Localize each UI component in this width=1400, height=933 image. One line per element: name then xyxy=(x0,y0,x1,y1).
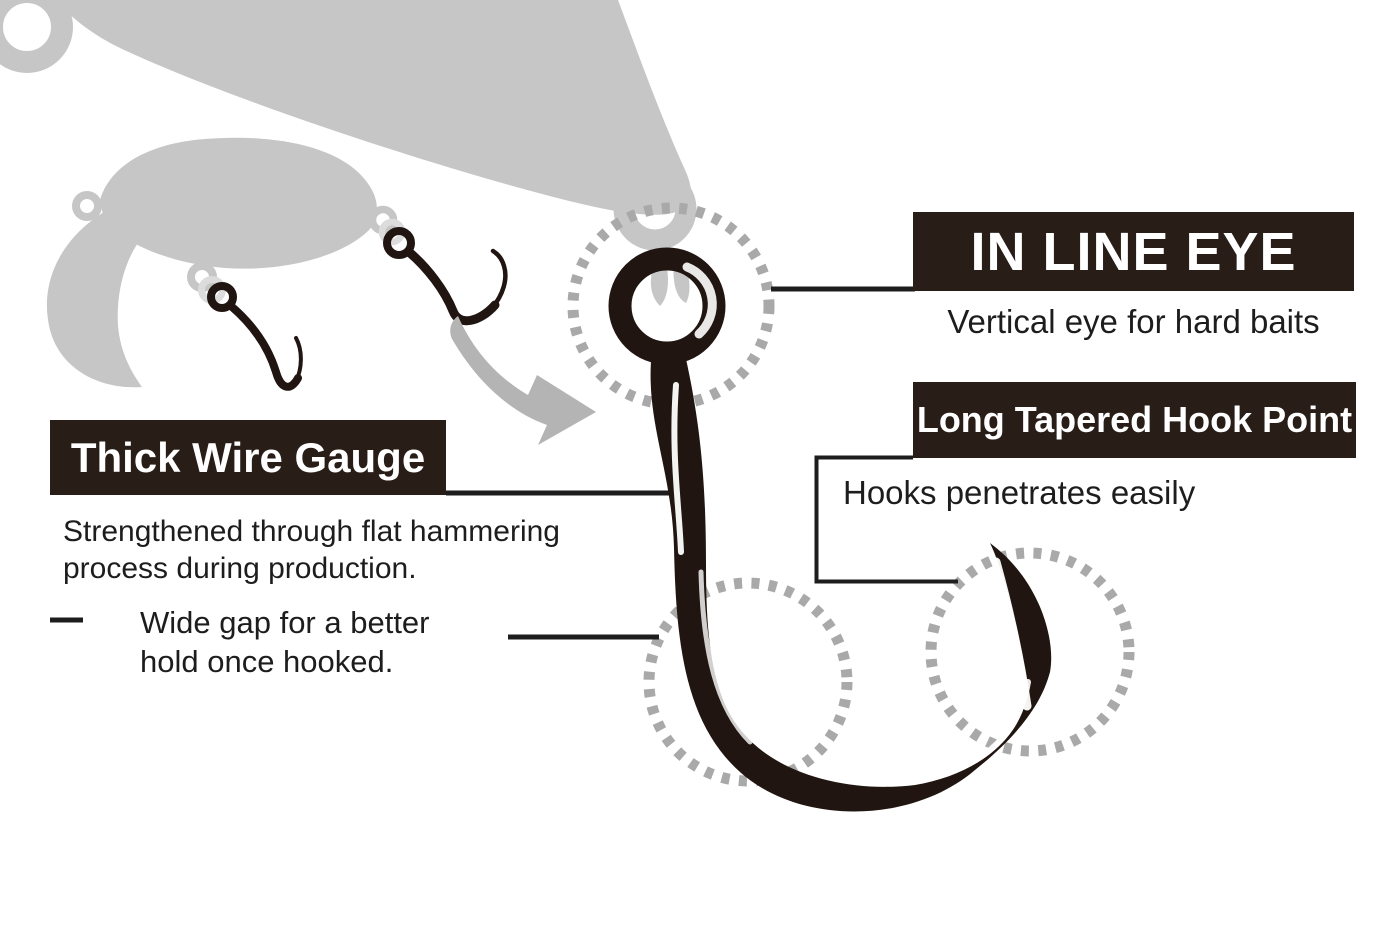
crankbait-silhouette xyxy=(46,137,406,388)
hook-point-label: Long Tapered Hook Point xyxy=(913,382,1356,458)
crankbait-body xyxy=(100,137,377,269)
inline-eye-title: IN LINE EYE xyxy=(970,221,1297,282)
inline-eye-label: IN LINE EYE xyxy=(913,212,1354,291)
point-callout-bracket xyxy=(814,455,958,584)
wire-gauge-description-line2: process during production. xyxy=(63,552,417,585)
hook-point-subtitle: Hooks penetrates easily xyxy=(843,474,1196,511)
wide-gap-line2: hold once hooked. xyxy=(140,644,394,679)
wide-gap-note: Wide gap for a better hold once hooked. xyxy=(140,603,430,681)
wide-gap-line1: Wide gap for a better xyxy=(140,605,430,640)
wire-gauge-label: Thick Wire Gauge xyxy=(50,420,446,495)
curved-arrow-icon xyxy=(450,316,596,445)
wire-gauge-description: Strengthened through flat hammering proc… xyxy=(63,513,560,587)
lure-eyelet-icon xyxy=(0,0,73,73)
inline-eye-subtitle: Vertical eye for hard baits xyxy=(947,303,1320,340)
main-hook-wire xyxy=(650,350,1052,812)
main-hook xyxy=(608,247,1052,812)
crankbait-bill xyxy=(46,212,142,388)
point-highlight-circle xyxy=(925,547,1135,757)
wire-gauge-description-line1: Strengthened through flat hammering xyxy=(63,515,560,548)
gap-highlight-circle xyxy=(643,577,853,787)
small-inline-hook-front xyxy=(207,282,303,391)
small-inline-hook-rear xyxy=(383,227,508,326)
wire-gauge-title: Thick Wire Gauge xyxy=(70,433,426,481)
hook-point-title: Long Tapered Hook Point xyxy=(916,399,1353,440)
eye-highlight-circle xyxy=(567,202,775,410)
line-tie-eyelet-icon xyxy=(72,191,102,221)
